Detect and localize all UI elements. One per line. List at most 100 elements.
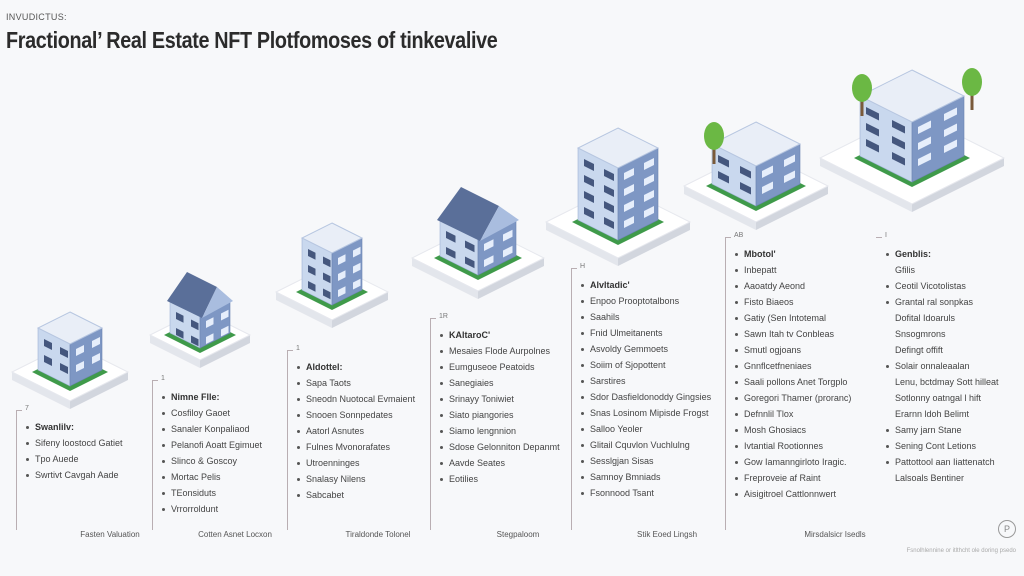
window bbox=[866, 106, 879, 121]
logo-badge-icon: P bbox=[998, 520, 1016, 538]
window bbox=[918, 136, 931, 151]
window bbox=[44, 355, 52, 366]
kicker-label: INVUDICTUS: bbox=[6, 12, 67, 22]
platform-side bbox=[756, 186, 828, 230]
list-item: Sdor Dasfieldonoddy Gingsies bbox=[581, 389, 711, 405]
window bbox=[308, 281, 316, 292]
list-item: Inbepatt bbox=[735, 262, 851, 278]
tree-trunk bbox=[860, 92, 864, 116]
roof bbox=[36, 311, 104, 345]
window bbox=[191, 319, 199, 331]
list-item: Snas Losinom Mipisde Frogst bbox=[581, 405, 711, 421]
window bbox=[584, 191, 594, 203]
list-item: Tpo Auede bbox=[26, 451, 123, 467]
stage-footer-label: Cotten Asnet Locxon bbox=[198, 530, 272, 539]
stage-number: 1 bbox=[161, 375, 165, 382]
list-item: Sanaler Konpaliaod bbox=[162, 421, 262, 437]
window bbox=[918, 152, 931, 167]
window bbox=[918, 120, 931, 135]
list-item: KAltaroC' bbox=[440, 327, 560, 343]
window bbox=[718, 154, 729, 168]
list-item: Solair onnaleaalan bbox=[886, 358, 999, 374]
roof bbox=[437, 187, 499, 241]
list-item: Saali pollons Anet Torgplo bbox=[735, 374, 851, 390]
list-item: Aatorl Asnutes bbox=[297, 423, 415, 439]
window bbox=[338, 286, 346, 297]
platform-side bbox=[276, 292, 332, 328]
window bbox=[624, 184, 634, 197]
list-item: Pattottool aan Iiattenatch bbox=[886, 454, 999, 470]
window bbox=[604, 184, 614, 197]
bracket-line bbox=[287, 350, 288, 530]
window bbox=[221, 309, 229, 321]
list-item: Fulnes Mvonorafates bbox=[297, 439, 415, 455]
list-item: Gnnflcetfneniaes bbox=[735, 358, 851, 374]
window bbox=[446, 247, 456, 259]
page-title: Fractional’ Real Estate NFT Plotfomoses … bbox=[6, 27, 498, 53]
list-item: Sanegiaies bbox=[440, 375, 560, 391]
list-item: Cosfiloy Gaoet bbox=[162, 405, 262, 421]
window bbox=[718, 170, 729, 184]
list-item: Nimne Flle: bbox=[162, 389, 262, 405]
window bbox=[353, 246, 361, 258]
window bbox=[644, 174, 654, 187]
bracket-tick bbox=[876, 237, 882, 238]
list-item: Vrrorroldunt bbox=[162, 501, 262, 517]
stage-number: 7 bbox=[25, 405, 29, 412]
bracket-line bbox=[725, 237, 726, 530]
list-item: Sening Cont Letions bbox=[886, 438, 999, 454]
bracket-tick bbox=[16, 410, 22, 411]
window bbox=[584, 207, 594, 219]
list-item: Sneodn Nuotocal Evmaient bbox=[297, 391, 415, 407]
window bbox=[76, 361, 84, 372]
bracket-line bbox=[571, 268, 572, 530]
list-item: Mosh Ghosiacs bbox=[735, 422, 851, 438]
list-item: Aaoatdy Aeond bbox=[735, 278, 851, 294]
window bbox=[624, 168, 634, 181]
window bbox=[892, 136, 905, 150]
list-item: Soiim of Sjopottent bbox=[581, 357, 711, 373]
window bbox=[176, 328, 184, 339]
platform-side bbox=[820, 158, 912, 212]
window bbox=[892, 152, 905, 166]
list-item: Pelanofi Aoatt Egimuet bbox=[162, 437, 262, 453]
list-item: Sdose Gelonniton Depanmt bbox=[440, 439, 560, 455]
list-item: Samy jarn Stane bbox=[886, 422, 999, 438]
stage-number: 1R bbox=[439, 313, 448, 320]
list-item: Glitail Cquvlon Vuchlulng bbox=[581, 437, 711, 453]
window bbox=[446, 231, 456, 243]
list-item: Srinayy Toniwiet bbox=[440, 391, 560, 407]
list-item: Aavde Seates bbox=[440, 455, 560, 471]
list-item: Swrtivt Cavgah Aade bbox=[26, 467, 123, 483]
platform-side bbox=[684, 186, 756, 230]
window bbox=[44, 339, 52, 350]
window bbox=[762, 165, 773, 179]
roof bbox=[300, 222, 364, 254]
list-item: Aldottel: bbox=[297, 359, 415, 375]
window bbox=[338, 254, 346, 265]
window bbox=[221, 325, 229, 337]
window bbox=[784, 170, 795, 183]
platform-side bbox=[912, 158, 1004, 212]
list-item: Gow Iamanngirloto Iragic. bbox=[735, 454, 851, 470]
platform-side bbox=[618, 222, 690, 266]
platform-side bbox=[12, 372, 70, 409]
list-item: Freproveie af Raint bbox=[735, 470, 851, 486]
list-item: Snooen Sonnpedates bbox=[297, 407, 415, 423]
list-item: Lalsoals Bentiner bbox=[895, 473, 965, 483]
list-item: Swanlilv: bbox=[26, 419, 123, 435]
list-item: TEonsiduts bbox=[162, 485, 262, 501]
window bbox=[944, 107, 957, 122]
tree-icon bbox=[704, 122, 724, 150]
window bbox=[584, 175, 594, 187]
list-item: Goregori Thamer (proranc) bbox=[735, 390, 851, 406]
stage-footer-label: Mirsdalsicr Isedls bbox=[804, 530, 866, 539]
roof bbox=[167, 272, 217, 318]
bracket-line bbox=[430, 318, 431, 530]
window bbox=[503, 245, 513, 258]
window bbox=[465, 240, 475, 253]
